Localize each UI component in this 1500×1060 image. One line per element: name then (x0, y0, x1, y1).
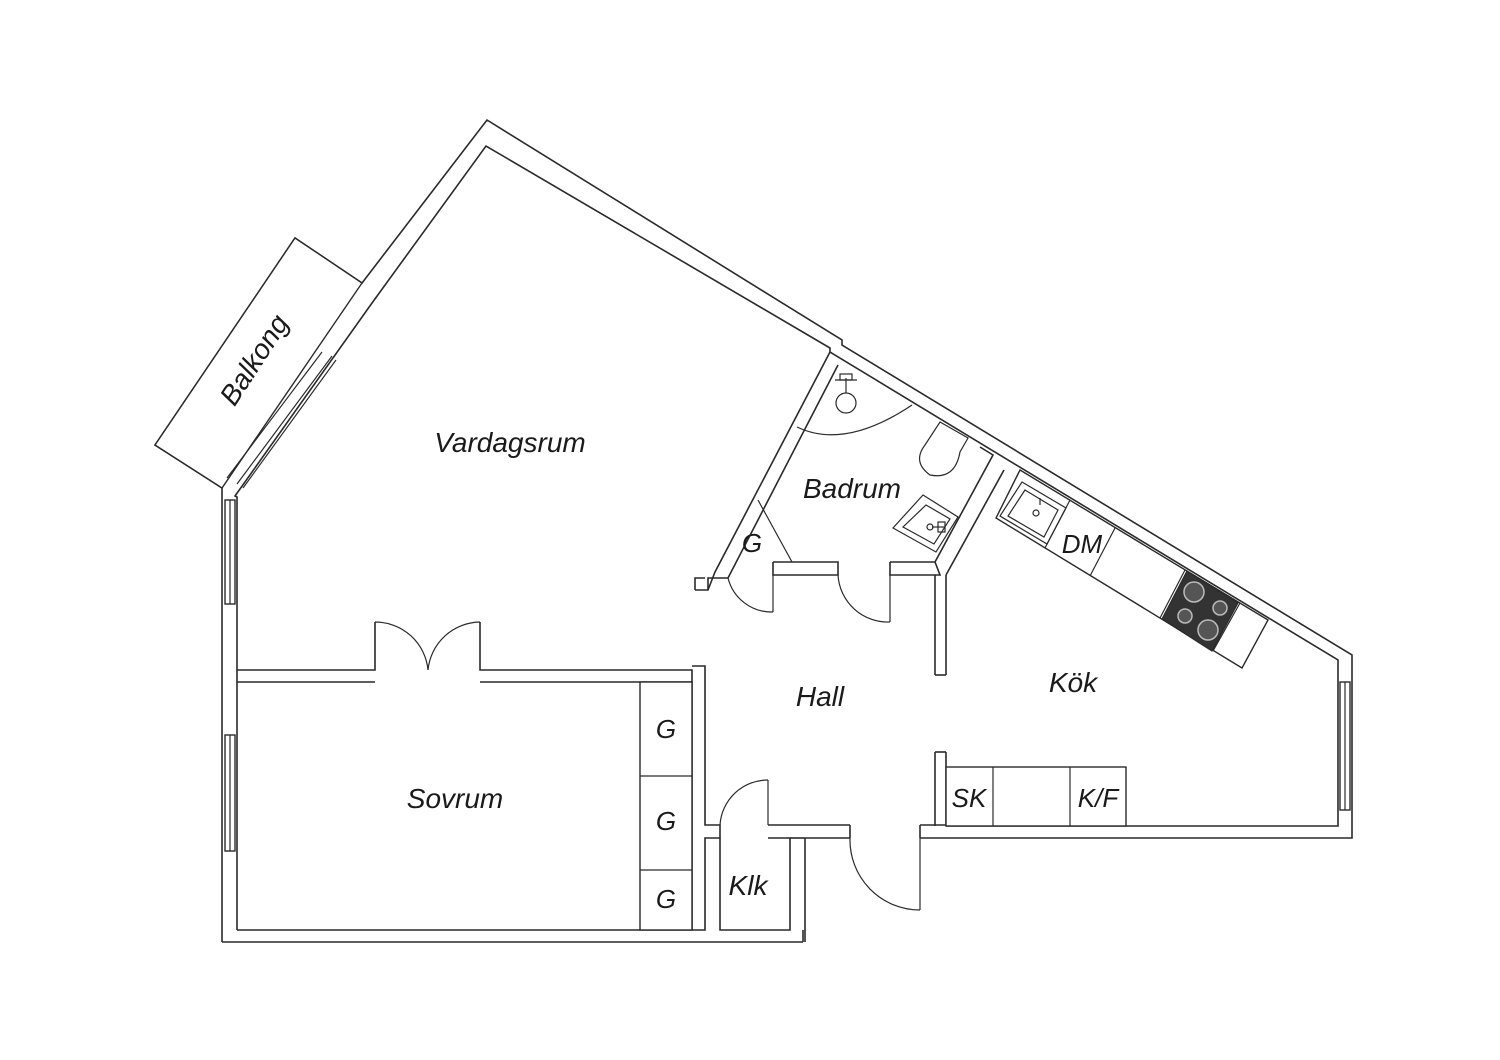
label-vardagsrum: Vardagsrum (434, 427, 585, 458)
label-garderob-2: G (656, 806, 676, 836)
balcony (154, 237, 363, 489)
label-kylfrys: K/F (1078, 783, 1121, 813)
label-garderob-3: G (656, 884, 676, 914)
kitchen-counter (995, 469, 1269, 669)
kitchen-lower-counter (945, 766, 1127, 827)
windows-left (224, 499, 1351, 852)
label-garderob-1: G (656, 714, 676, 744)
bathroom-fixtures (796, 373, 969, 553)
label-klk: Klk (729, 870, 770, 901)
label-skap: SK (952, 783, 988, 813)
label-diskmaskin: DM (1062, 529, 1103, 559)
label-kok: Kök (1049, 667, 1099, 698)
sovrum-wardrobes (639, 499, 793, 931)
label-garderob-badrum: G (742, 528, 762, 558)
label-hall: Hall (796, 681, 845, 712)
interior-walls (237, 351, 1005, 942)
label-badrum: Badrum (803, 473, 901, 504)
label-sovrum: Sovrum (407, 783, 503, 814)
doors (374, 574, 921, 911)
